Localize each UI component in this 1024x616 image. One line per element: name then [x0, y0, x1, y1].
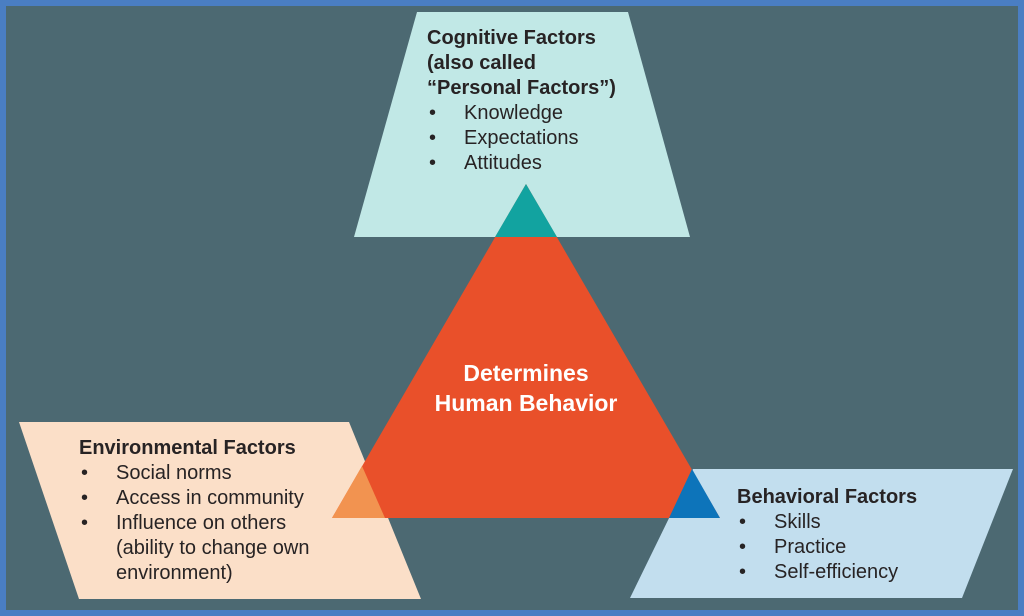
cognitive-panel: Cognitive Factors (also called “Personal…	[427, 26, 616, 176]
bullet-item: • Expectations	[427, 126, 616, 151]
bullet-text: Social norms	[116, 462, 232, 484]
triangle-tip-teal-shape	[495, 184, 557, 237]
environmental-panel: Environmental Factors • Social norms • A…	[79, 436, 309, 586]
environmental-title: Environmental Factors	[79, 437, 296, 459]
bullet-item: • Skills	[737, 510, 917, 535]
behavioral-title: Behavioral Factors	[737, 486, 918, 508]
triangle-corner-blue-shape	[669, 469, 720, 518]
behavioral-panel: Behavioral Factors • Skills • Practice •…	[737, 485, 917, 585]
cognitive-title-line: Cognitive Factors	[427, 27, 596, 49]
bullet-continuation-line: (ability to change own	[79, 536, 309, 561]
bullet-item: • Self-efficiency	[737, 560, 917, 585]
center-label-line2: Human Behavior	[434, 390, 618, 416]
bullet-text: Attitudes	[464, 152, 542, 174]
bullet-item: • Social norms	[79, 461, 309, 486]
central-triangle-shape	[332, 184, 720, 518]
triangle-corner-orange-shape	[332, 466, 385, 518]
bullet-item: • Practice	[737, 535, 917, 560]
bullet-text: Access in community	[116, 487, 304, 509]
bullet-marker: •	[739, 511, 747, 533]
cognitive-title-line: (also called	[427, 52, 536, 74]
bullet-marker	[79, 561, 116, 586]
bullet-text: Expectations	[464, 127, 579, 149]
bullet-item: • Attitudes	[427, 151, 616, 176]
bullet-continuation-line: environment)	[79, 561, 309, 586]
cognitive-title-line: “Personal Factors”)	[427, 77, 616, 99]
bullet-marker: •	[739, 536, 747, 558]
bullet-text: (ability to change own	[116, 537, 310, 559]
bullet-marker: •	[739, 561, 747, 583]
bullet-marker: •	[81, 462, 89, 484]
bullet-marker: •	[81, 487, 89, 509]
bullet-marker: •	[429, 102, 437, 124]
center-label-line1: Determines	[463, 360, 589, 386]
bullet-text: Influence on others	[116, 512, 287, 534]
bullet-item: • Access in community	[79, 486, 309, 511]
bullet-text: Practice	[774, 536, 847, 558]
bullet-marker: •	[81, 512, 89, 534]
bullet-text: environment)	[116, 562, 233, 584]
bullet-marker: •	[429, 127, 437, 149]
bullet-item: • Influence on others	[79, 511, 309, 536]
bullet-text: Knowledge	[464, 102, 563, 124]
bullet-text: Self-efficiency	[774, 561, 899, 583]
bullet-marker	[79, 536, 116, 561]
behavioral-parallelogram-shape	[630, 469, 1013, 598]
center-triangle-label: Determines Human Behavior	[376, 358, 676, 418]
bullet-marker: •	[429, 152, 437, 174]
bullet-text: Skills	[774, 511, 821, 533]
cognitive-trapezoid-shape	[354, 12, 690, 237]
environmental-parallelogram-shape	[19, 422, 421, 599]
bullet-item: • Knowledge	[427, 101, 616, 126]
